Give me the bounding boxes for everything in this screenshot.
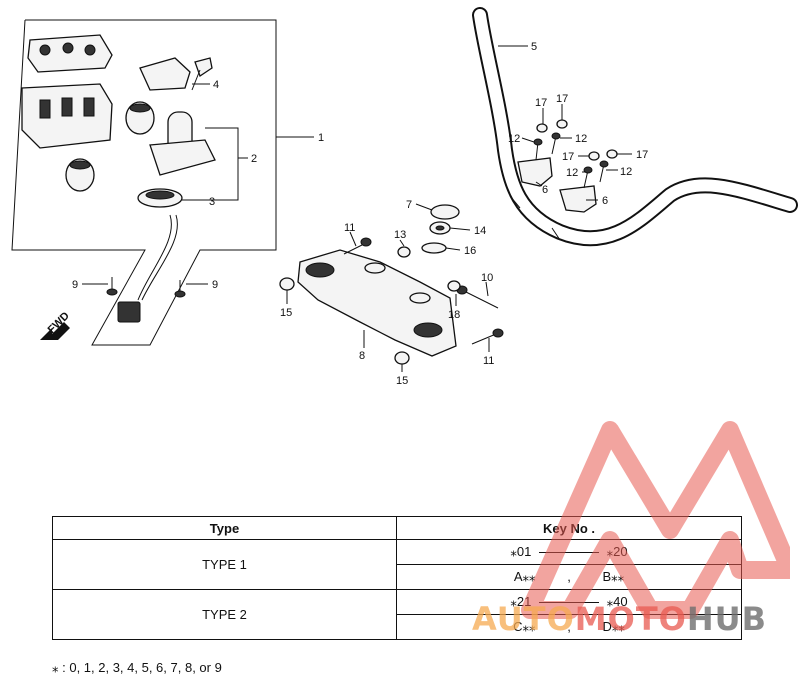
handlebar bbox=[472, 7, 798, 247]
key-letter-sep: , bbox=[567, 619, 571, 634]
key-letter-c: C⁎⁎ bbox=[513, 619, 536, 634]
washer-18 bbox=[447, 280, 461, 292]
callout-16: 16 bbox=[464, 245, 476, 257]
range-dash bbox=[539, 552, 599, 554]
key-letter-b: B⁎⁎ bbox=[602, 569, 625, 584]
callout-11b: 11 bbox=[483, 355, 494, 367]
callout-1: 1 bbox=[318, 132, 324, 144]
callout-3: 3 bbox=[209, 196, 215, 208]
screw-9-right bbox=[174, 280, 186, 298]
callout-15a: 15 bbox=[280, 307, 292, 319]
key-holder bbox=[139, 57, 213, 91]
callout-18: 18 bbox=[448, 309, 460, 321]
callout-12c: 12 bbox=[566, 167, 578, 179]
callout-6b: 6 bbox=[602, 195, 608, 207]
type-2-label: TYPE 2 bbox=[52, 589, 397, 640]
callout-10: 10 bbox=[481, 272, 493, 284]
watermark-auto: AUTO bbox=[472, 600, 575, 638]
type-1-range: ⁎01 ⁎20 bbox=[396, 539, 742, 565]
contact-base bbox=[125, 101, 155, 135]
fwd-arrow: FWD bbox=[40, 310, 72, 340]
callout-17d: 17 bbox=[636, 149, 648, 161]
nuts-17 bbox=[536, 119, 618, 161]
switch-cylinder bbox=[137, 111, 216, 208]
callout-4: 4 bbox=[213, 79, 219, 91]
callout-13: 13 bbox=[394, 229, 406, 241]
callout-11a: 11 bbox=[344, 222, 355, 234]
cap-nut-15-left bbox=[279, 277, 295, 291]
key-range-end: ⁎20 bbox=[606, 544, 628, 559]
header-type: Type bbox=[52, 516, 397, 540]
footnote: ⁎ : 0, 1, 2, 3, 4, 5, 6, 7, 8, or 9 bbox=[52, 660, 222, 675]
header-key-no: Key No . bbox=[396, 516, 742, 540]
watermark-moto: MOTO bbox=[574, 600, 687, 638]
washer-16 bbox=[421, 242, 447, 254]
rubber-boot bbox=[65, 158, 95, 192]
washer-7 bbox=[430, 204, 460, 220]
callout-8: 8 bbox=[359, 350, 365, 362]
callout-14: 14 bbox=[474, 225, 486, 237]
callout-12b: 12 bbox=[575, 133, 587, 145]
key-letter-a: A⁎⁎ bbox=[513, 569, 536, 584]
switch-body-top bbox=[27, 34, 113, 73]
callout-9b: 9 bbox=[212, 279, 218, 291]
top-bridge bbox=[297, 249, 457, 357]
nut-13 bbox=[397, 246, 411, 258]
bolt-11-upper bbox=[343, 237, 372, 255]
callout-15b: 15 bbox=[396, 375, 408, 387]
callout-5: 5 bbox=[531, 41, 537, 53]
washer-14 bbox=[429, 221, 451, 235]
group-outline bbox=[11, 19, 277, 346]
callout-12d: 12 bbox=[620, 166, 632, 178]
callout-2: 2 bbox=[251, 153, 257, 165]
screw-9-left bbox=[106, 277, 118, 296]
callout-9a: 9 bbox=[72, 279, 78, 291]
key-range-start: ⁎01 bbox=[510, 544, 532, 559]
callout-7: 7 bbox=[406, 199, 412, 211]
wire-harness bbox=[117, 214, 178, 323]
bolt-11-lower bbox=[471, 328, 504, 345]
bolts-12 bbox=[533, 132, 609, 189]
switch-body-lower bbox=[21, 83, 113, 149]
key-letter-d: D⁎⁎ bbox=[602, 619, 625, 634]
handlebar-holder-upper bbox=[517, 157, 597, 213]
parts-diagram: FWD bbox=[11, 7, 798, 387]
callout-17b: 17 bbox=[556, 93, 568, 105]
cap-nut-15-right bbox=[394, 351, 410, 365]
key-letter-sep: , bbox=[567, 569, 571, 584]
watermark-text: AUTOMOTOHUB bbox=[472, 600, 767, 638]
watermark-hub: HUB bbox=[686, 600, 768, 638]
callout-12a: 12 bbox=[508, 133, 520, 145]
callout-17a: 17 bbox=[535, 97, 547, 109]
type-1-letters: A⁎⁎ , B⁎⁎ bbox=[396, 564, 742, 590]
callout-6a: 6 bbox=[542, 184, 548, 196]
callout-17c: 17 bbox=[562, 151, 574, 163]
type-1-label: TYPE 1 bbox=[52, 539, 397, 590]
bolt-10 bbox=[456, 285, 499, 309]
